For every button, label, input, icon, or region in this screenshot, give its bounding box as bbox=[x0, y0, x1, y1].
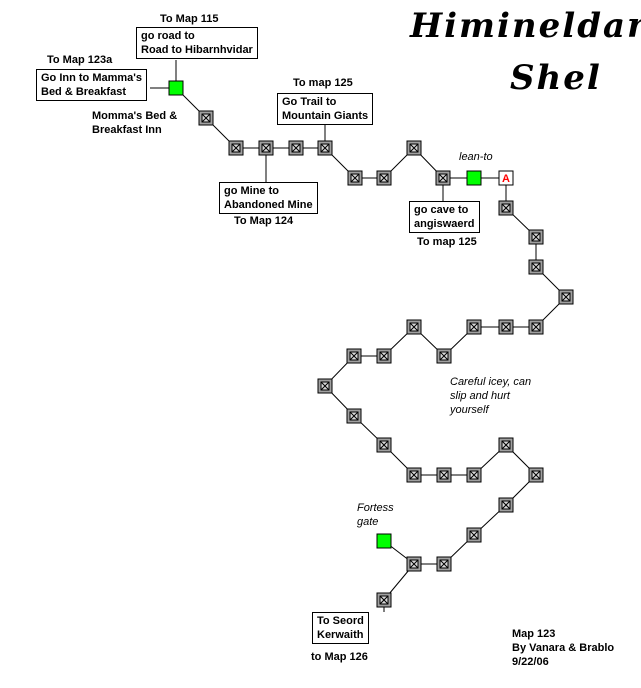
seord-exit-box: To Seord Kerwaith bbox=[312, 612, 369, 644]
road-exit-box: go road to Road to Hibarnhvidar bbox=[136, 27, 258, 59]
room-cross bbox=[439, 559, 449, 569]
special-room bbox=[466, 170, 482, 186]
room-cross bbox=[379, 595, 389, 605]
room-cross bbox=[231, 143, 241, 153]
room-cross bbox=[439, 470, 449, 480]
room-cross bbox=[409, 322, 419, 332]
special-room bbox=[168, 80, 184, 96]
room-cross bbox=[349, 411, 359, 421]
room-cross bbox=[201, 113, 211, 123]
room-cross bbox=[439, 351, 449, 361]
room-cross bbox=[350, 173, 360, 183]
room-cross bbox=[379, 351, 389, 361]
exit-label-map-126: to Map 126 bbox=[311, 651, 368, 663]
map-title-line1: Himineldar bbox=[410, 6, 641, 46]
room-cross bbox=[379, 173, 389, 183]
fortess-gate-note: Fortess gate bbox=[357, 502, 394, 528]
room-cross bbox=[291, 143, 301, 153]
exit-label-map-124: To Map 124 bbox=[234, 215, 294, 227]
credits-authors: By Vanara & Brablo bbox=[512, 642, 615, 654]
exit-label-map-123a: To Map 123a bbox=[47, 54, 113, 66]
marked-room bbox=[498, 170, 514, 186]
room-cross bbox=[531, 262, 541, 272]
room-cross bbox=[501, 500, 511, 510]
credits-map-number: Map 123 bbox=[512, 628, 556, 640]
lean-to-note: lean-to bbox=[459, 151, 493, 163]
room-cross bbox=[261, 143, 271, 153]
room-cross bbox=[320, 143, 330, 153]
room-cross bbox=[409, 470, 419, 480]
room-cross bbox=[561, 292, 571, 302]
room-cross bbox=[438, 173, 448, 183]
room-cross bbox=[531, 322, 541, 332]
room-cross bbox=[349, 351, 359, 361]
mine-exit-box: go Mine to Abandoned Mine bbox=[219, 182, 318, 214]
room-cross bbox=[379, 440, 389, 450]
room-marker-label: A bbox=[502, 173, 510, 185]
exit-label-map-125-top: To map 125 bbox=[293, 77, 353, 89]
room-cross bbox=[469, 322, 479, 332]
room-cross bbox=[469, 530, 479, 540]
special-room bbox=[376, 533, 392, 549]
room-cross bbox=[531, 470, 541, 480]
inn-name-label: Momma's Bed & Breakfast Inn bbox=[92, 110, 178, 136]
room-cross bbox=[501, 203, 511, 213]
exit-label-map-125-right: To map 125 bbox=[417, 236, 477, 248]
inn-exit-box: Go Inn to Mamma's Bed & Breakfast bbox=[36, 69, 148, 101]
room-cross bbox=[501, 322, 511, 332]
icy-warning-note: Careful icey, can slip and hurt yourself bbox=[450, 376, 532, 416]
room-cross bbox=[531, 232, 541, 242]
credits-date: 9/22/06 bbox=[512, 656, 549, 668]
exit-label-map-115: To Map 115 bbox=[160, 13, 219, 25]
trail-exit-box: Go Trail to Mountain Giants bbox=[277, 93, 374, 125]
map-title-line2: Shel bbox=[510, 58, 602, 98]
cave-exit-box: go cave to angiswaerd bbox=[409, 201, 480, 233]
room-cross bbox=[409, 559, 419, 569]
room-cross bbox=[320, 381, 330, 391]
room-cross bbox=[469, 470, 479, 480]
room-cross bbox=[501, 440, 511, 450]
room-cross bbox=[409, 143, 419, 153]
